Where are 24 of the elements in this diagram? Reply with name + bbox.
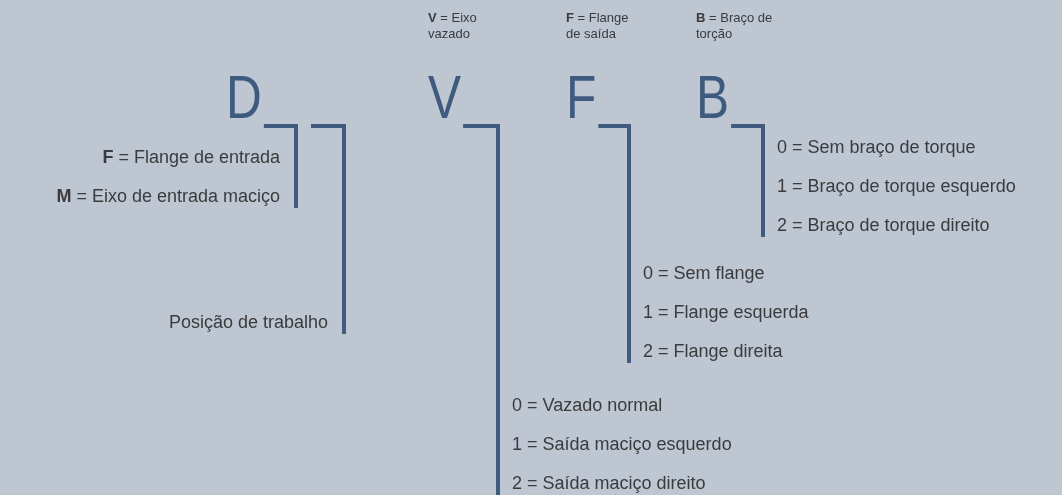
option-text: 0 = Vazado normal [512,395,663,415]
option-text: Posição de trabalho [168,312,328,332]
bracket-line [731,124,765,237]
option-text: 1 = Flange esquerda [643,302,809,322]
option-text: 2 = Flange direita [643,341,783,361]
code-letter: D [226,70,262,124]
option-text: 1 = Braço de torque esquerdo [777,176,1016,196]
code-letter: B [696,70,730,124]
code-description: V = Eixo vazado [428,10,478,42]
option-text: 0 = Sem flange [643,263,765,283]
option-text: 1 = Saída maciço esquerdo [512,434,732,454]
option-text: F = Flange de entrada [102,147,280,167]
option-text: M = Eixo de entrada maciço [56,186,280,206]
code-letter: F [566,70,597,124]
code-description: F = Flange de saída [566,10,630,42]
bracket-line [463,124,500,495]
option-text: 2 = Braço de torque direito [777,215,990,235]
option-text: 0 = Sem braço de torque [777,137,976,157]
bracket-line [598,124,631,363]
bracket-line [311,124,346,334]
code-description: B = Braço de torção [696,10,774,42]
option-text: 2 = Saída maciço direito [512,473,706,493]
bracket-line [263,124,298,208]
code-letter: V [428,70,462,124]
